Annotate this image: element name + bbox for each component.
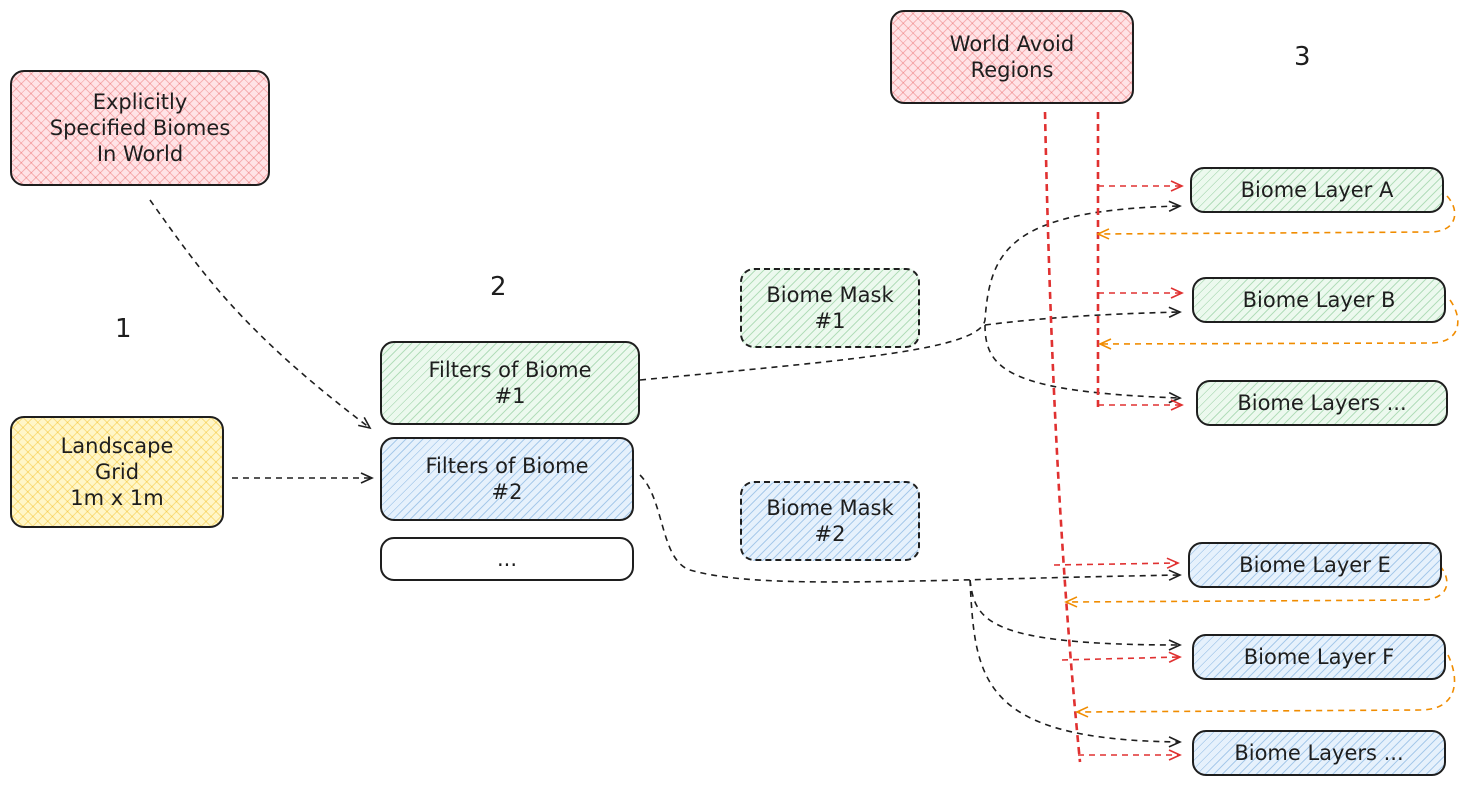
arrow-filters2-to-layer-f xyxy=(969,579,1182,651)
biome-layers-more-2-node: Biome Layers ... xyxy=(1192,730,1446,776)
biome-mask-1-node: Biome Mask #1 xyxy=(740,268,920,348)
avoid-arrow-layer-e xyxy=(1053,557,1180,569)
arrow-filters1-to-layer-b xyxy=(984,306,1182,326)
explicit-biomes-node: Explicitly Specified Biomes In World xyxy=(10,70,270,186)
filters-more-node: ... xyxy=(380,537,634,581)
feedback-arrow-layer-e xyxy=(1064,565,1448,608)
biome-mask-2-node: Biome Mask #2 xyxy=(740,481,920,561)
arrow-filters2-to-layer-e xyxy=(639,474,1182,583)
filters-biome-1-node: Filters of Biome #1 xyxy=(380,341,640,425)
arrow-filters2-to-layers-more xyxy=(969,579,1182,748)
landscape-grid-node: Landscape Grid 1m x 1m xyxy=(10,416,224,528)
world-avoid-regions-node: World Avoid Regions xyxy=(890,10,1134,104)
biome-layer-b-node: Biome Layer B xyxy=(1192,277,1446,323)
step-number-1: 1 xyxy=(115,314,132,344)
biome-layers-more-1-node: Biome Layers ... xyxy=(1196,380,1448,426)
filters-biome-2-node: Filters of Biome #2 xyxy=(380,437,634,521)
arrow-explicit-to-filters xyxy=(149,199,372,430)
arrow-filters1-to-layer-a xyxy=(639,200,1182,381)
biome-layer-f-node: Biome Layer F xyxy=(1192,634,1446,680)
biome-layer-a-node: Biome Layer A xyxy=(1190,167,1444,213)
biome-layer-e-node: Biome Layer E xyxy=(1188,542,1442,588)
step-number-2: 2 xyxy=(490,272,507,302)
arrow-filters1-to-layers-more xyxy=(984,324,1182,404)
avoid-line-lower xyxy=(1043,111,1082,763)
step-number-3: 3 xyxy=(1294,42,1311,72)
feedback-arrow-layer-a xyxy=(1096,195,1456,240)
avoid-arrow-layer-f xyxy=(1061,651,1182,663)
